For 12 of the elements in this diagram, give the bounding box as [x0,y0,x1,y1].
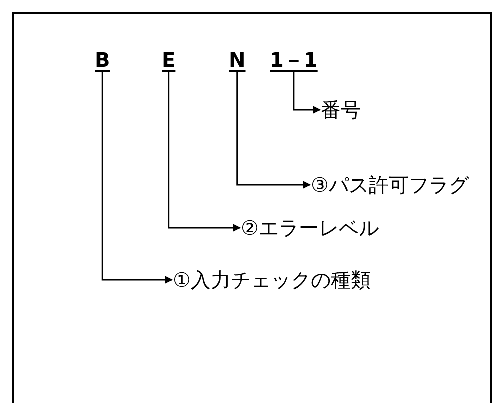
leader-arrow [102,71,173,284]
code-letter: N [229,50,246,70]
description-label: ②エラーレベル [241,218,379,238]
code-letter: 1－1 [270,50,318,70]
code-letter: E [162,50,176,70]
code-letter: B [95,50,110,70]
description-label: 番号 [321,100,361,120]
description-label: ①入力チェックの種類 [173,270,371,290]
leader-arrow [168,71,241,232]
leader-arrow [293,71,321,114]
description-label: ③パス許可フラグ [311,175,469,195]
leader-arrow [236,71,311,189]
